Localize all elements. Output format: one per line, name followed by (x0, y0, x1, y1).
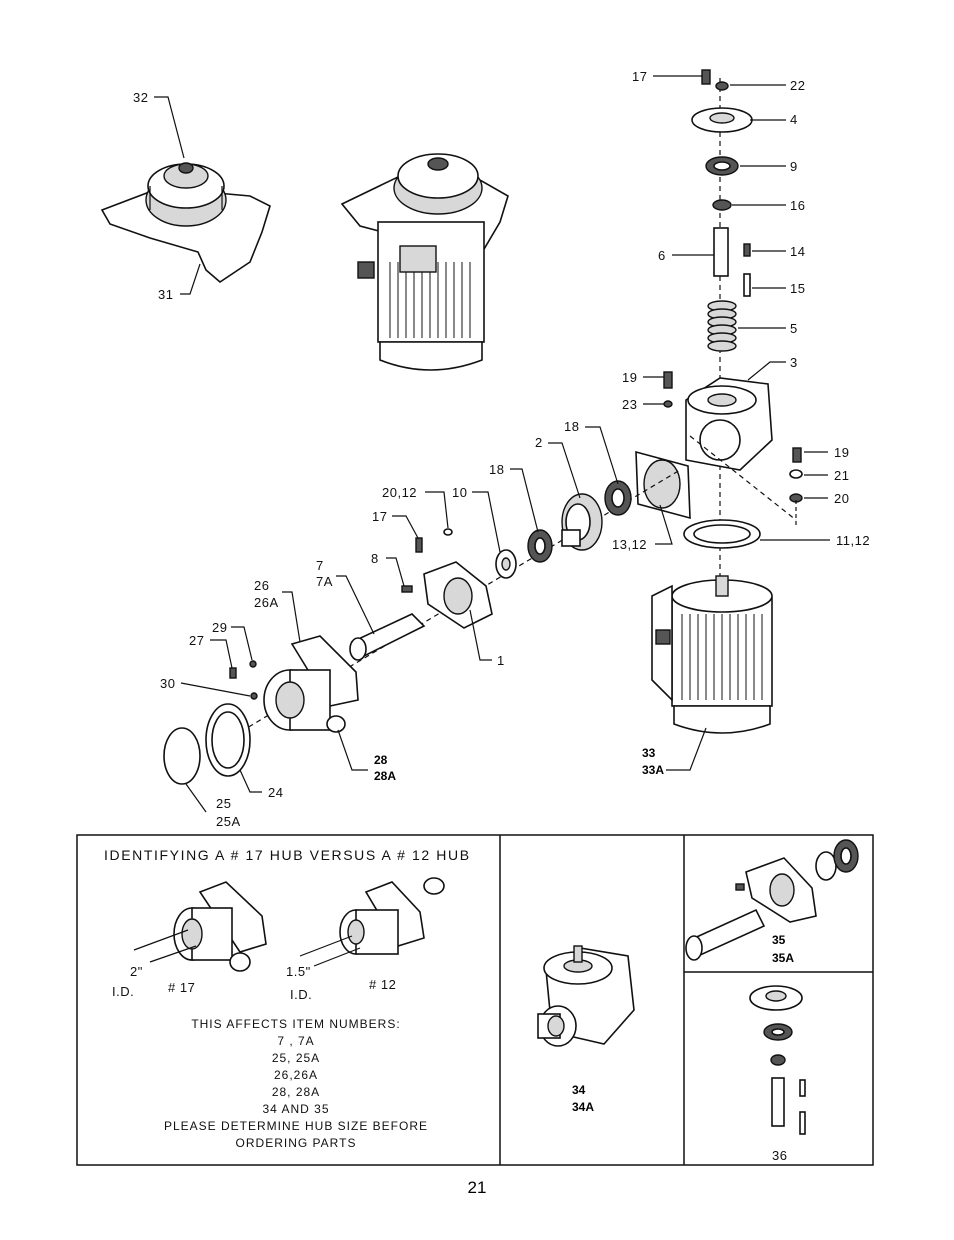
label-25a: 25A (216, 814, 241, 829)
affects-item: 28, 28A (272, 1085, 320, 1099)
hub-note-line2: ORDERING PARTS (236, 1136, 357, 1150)
hub12-label: # 12 (369, 977, 396, 992)
affects-item: 25, 25A (272, 1051, 320, 1065)
motor-assembly-top (340, 153, 509, 371)
label-26a: 26A (254, 595, 279, 610)
label-28: 28 (374, 753, 388, 767)
housing-1 (423, 561, 493, 629)
label-4: 4 (790, 112, 798, 127)
label-15: 15 (790, 281, 805, 296)
label-3: 3 (790, 355, 798, 370)
affects-item: 7 , 7A (277, 1034, 314, 1048)
hub-26 (263, 635, 359, 733)
label-1: 1 (497, 653, 505, 668)
label-34: 34 (572, 1083, 586, 1097)
label-30: 30 (160, 676, 175, 691)
label-20-12: 20,12 (382, 485, 417, 500)
bearing-18b (527, 529, 553, 563)
hub17-label: # 17 (168, 980, 195, 995)
vertical-explode-stack (663, 69, 803, 600)
shaft-7 (349, 613, 426, 661)
affects-item: 26,26A (274, 1068, 318, 1082)
gasket-24 (205, 703, 251, 777)
label-5: 5 (790, 321, 798, 336)
label-36: 36 (772, 1148, 787, 1163)
affects-heading: THIS AFFECTS ITEM NUMBERS: (191, 1017, 400, 1031)
hub-note-line1: PLEASE DETERMINE HUB SIZE BEFORE (164, 1119, 428, 1133)
hub12-dimension: 1.5" (286, 964, 311, 979)
label-8: 8 (371, 551, 379, 566)
label-33a: 33A (642, 763, 664, 777)
label-17a: 17 (632, 69, 647, 84)
label-17b: 17 (372, 509, 387, 524)
label-28a: 28A (374, 769, 396, 783)
label-31: 31 (158, 287, 173, 302)
label-19a: 19 (622, 370, 637, 385)
label-35a: 35A (772, 951, 794, 965)
panel-36: 36 (749, 985, 806, 1163)
label-35: 35 (772, 933, 786, 947)
label-34a: 34A (572, 1100, 594, 1114)
label-27: 27 (189, 633, 204, 648)
gear-2 (561, 493, 603, 551)
hub-12-drawing (299, 877, 445, 967)
leader-lines (154, 75, 830, 813)
hub-17-drawing (133, 881, 267, 972)
hub12-id-label: I.D. (290, 987, 312, 1002)
label-9: 9 (790, 159, 798, 174)
label-13-12: 13,12 (612, 537, 647, 552)
motor-33 (651, 575, 773, 734)
base-plate-assembly (100, 162, 271, 284)
label-7: 7 (316, 558, 324, 573)
label-7a: 7A (316, 574, 333, 589)
label-24: 24 (268, 785, 283, 800)
label-18a: 18 (564, 419, 579, 434)
spring-part-5 (707, 300, 737, 352)
page-number: 21 (467, 1178, 487, 1197)
bottom-panels (76, 834, 874, 1166)
label-18b: 18 (489, 462, 504, 477)
hub17-id-label: I.D. (112, 984, 134, 999)
label-32: 32 (133, 90, 148, 105)
hub-identification-panel: IDENTIFYING A # 17 HUB VERSUS A # 12 HUB… (104, 847, 471, 1150)
label-29: 29 (212, 620, 227, 635)
screw-17b (415, 528, 453, 553)
label-22: 22 (790, 78, 805, 93)
label-11-12: 11,12 (836, 533, 870, 548)
bearing-18a (604, 480, 632, 516)
label-19b: 19 (834, 445, 849, 460)
shaft-housing-35-drawing (685, 839, 859, 961)
label-21: 21 (834, 468, 849, 483)
label-10: 10 (452, 485, 467, 500)
hub-panel-title: IDENTIFYING A # 17 HUB VERSUS A # 12 HUB (104, 847, 471, 863)
gasket-13 (635, 450, 691, 520)
panel-35: 35 35A (685, 839, 859, 965)
label-33: 33 (642, 746, 656, 760)
gearbox-34-drawing (537, 945, 635, 1047)
hub17-dimension: 2" (130, 964, 143, 979)
shaft-kit-36-drawing (749, 985, 806, 1135)
label-2: 2 (535, 435, 543, 450)
screws-27-29-30 (229, 660, 258, 700)
panel-34: 34 34A (537, 945, 635, 1114)
label-6: 6 (658, 248, 666, 263)
gasket-11 (683, 519, 761, 549)
key-8 (401, 585, 413, 593)
part-labels: 32 31 17 22 4 9 16 6 14 15 5 3 19 23 19 … (133, 69, 870, 829)
label-25: 25 (216, 796, 231, 811)
label-20: 20 (834, 491, 849, 506)
label-14: 14 (790, 244, 805, 259)
label-26: 26 (254, 578, 269, 593)
affects-item: 34 AND 35 (262, 1102, 329, 1116)
label-23: 23 (622, 397, 637, 412)
cover-25 (163, 727, 201, 785)
label-16: 16 (790, 198, 805, 213)
washer-10 (495, 549, 517, 579)
